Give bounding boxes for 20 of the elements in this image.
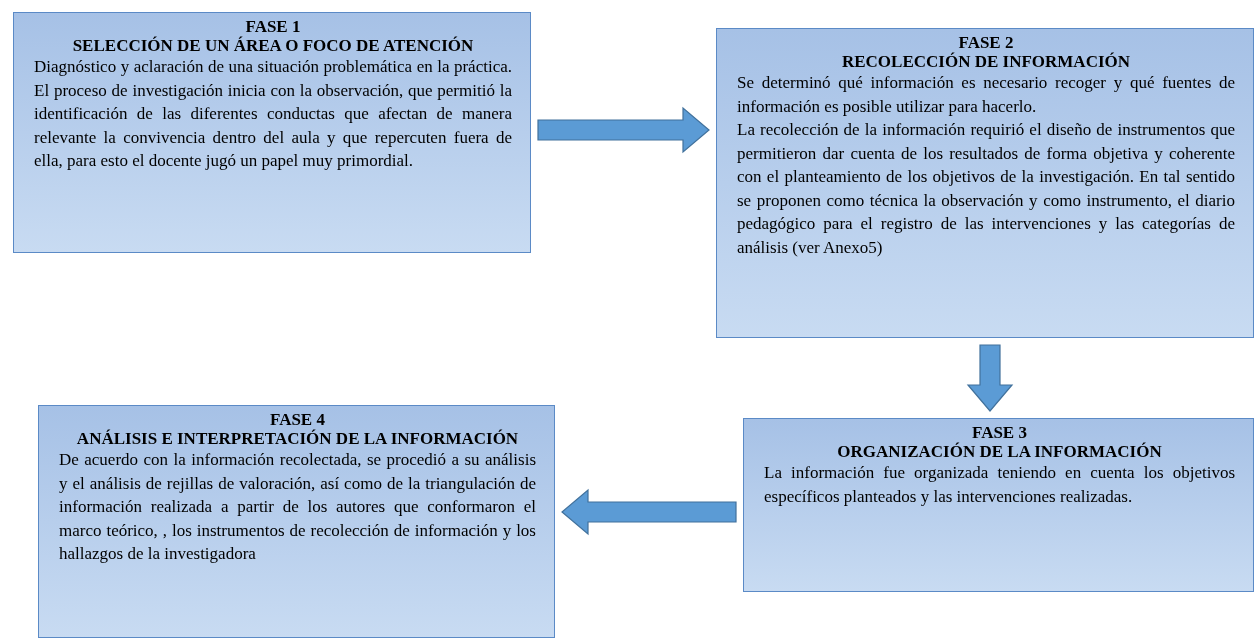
description-text: Se determinó qué información es necesario recoger y qué fuentes de información es posible utilizar para hacerlo. xyxy=(737,72,1235,118)
phase-title: SELECCIÓN DE UN ÁREA O FOCO DE ATENCIÓN xyxy=(71,36,475,55)
phase-number: FASE 3 xyxy=(971,423,1028,442)
phase-title: ORGANIZACIÓN DE LA INFORMACIÓN xyxy=(836,442,1163,461)
phase-title: RECOLECCIÓN DE INFORMACIÓN xyxy=(840,52,1132,71)
process-box xyxy=(38,405,555,638)
block-arrow xyxy=(537,106,710,154)
phase-number: FASE 2 xyxy=(957,33,1015,52)
phase-number: FASE 4 xyxy=(269,410,326,429)
description-text: La información fue organizada teniendo en cuenta los objetivos específicos planteados y las intervenciones realizadas. xyxy=(764,462,1235,508)
phase-number: FASE 1 xyxy=(244,17,302,36)
block-arrow xyxy=(561,488,737,536)
description-text: De acuerdo con la información recolectada, se procedió a su análisis y el análisis de rejillas de valoración, así como de la triangulación de información realizada a partir de los autores que conformaron el marco teórico, , los instrumentos de recolección de información y los hallazgos de la investigadora xyxy=(59,449,536,565)
process-box xyxy=(13,12,531,253)
phase-title: ANÁLISIS E INTERPRETACIÓN DE LA INFORMACIÓN xyxy=(75,429,520,448)
process-box xyxy=(743,418,1254,592)
process-box xyxy=(716,28,1254,338)
block-arrow xyxy=(966,344,1014,412)
description-text: Diagnóstico y aclaración de una situación problemática en la práctica. El proceso de investigación inicia con la observación, que permitió la identificación de las diferentes conductas que afectan de manera relevante la convivencia dentro del aula y que repercuten fuera de ella, para esto el docente jugó un papel muy primordial. xyxy=(34,56,512,172)
description-text: La recolección de la información requirió el diseño de instrumentos que permitieron dar cuenta de los resultados de forma objetiva y coherente con el planteamiento de los objetivos de la investigación. En tal sentido se proponen como técnica la observación y como instrumento, el diario pedagógico para el registro de las intervenciones y las categorías de análisis (ver Anexo5) xyxy=(737,119,1235,259)
